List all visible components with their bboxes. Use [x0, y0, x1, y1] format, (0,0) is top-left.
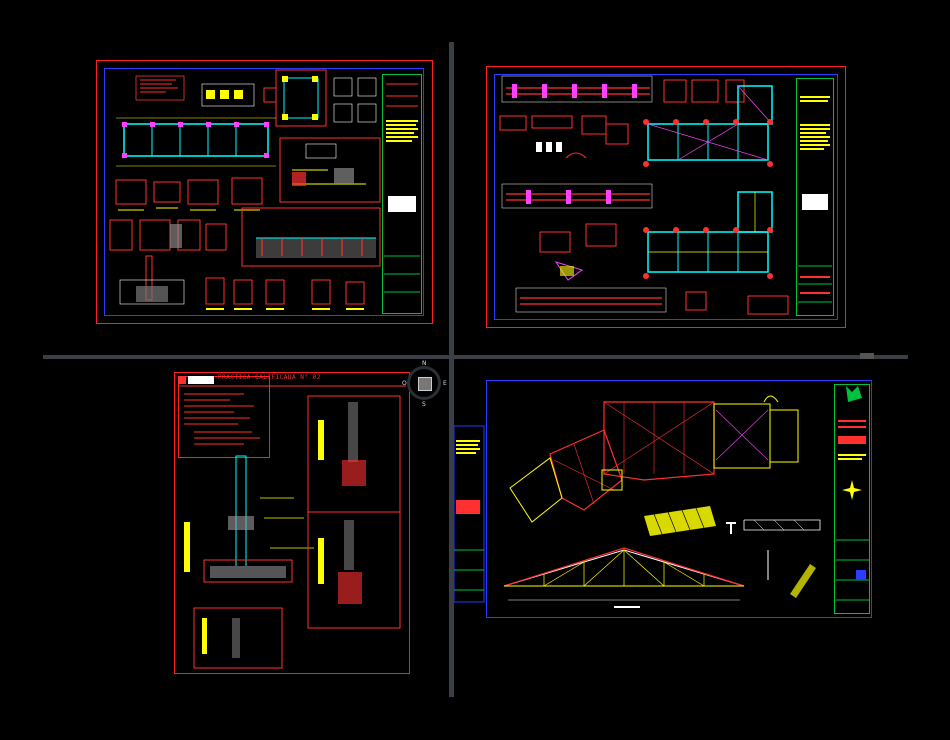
- viewport-bottom-left[interactable]: PRACTICA CALIFICADA N° 02: [174, 372, 410, 674]
- viewport-top-right[interactable]: [486, 66, 846, 328]
- viewport-divider-vertical[interactable]: [449, 42, 454, 697]
- roof-truss-drawing: [454, 386, 870, 608]
- compass-west-label: O: [402, 380, 407, 387]
- title-block: [834, 384, 870, 614]
- title-block: [382, 74, 422, 314]
- compass-north-label: N: [422, 360, 427, 367]
- title-block: [796, 78, 834, 316]
- sheet-border: [494, 74, 838, 320]
- structural-plans-drawing: [499, 75, 832, 315]
- sheet-border: [486, 380, 872, 618]
- compass-south-label: S: [422, 401, 426, 408]
- sheet-border: [104, 68, 424, 316]
- viewport-divider-horizontal[interactable]: [43, 355, 908, 359]
- viewport-top-left[interactable]: [96, 60, 433, 324]
- viewport-bottom-right[interactable]: [454, 380, 874, 620]
- wall-section-drawing: [178, 376, 406, 669]
- header-box: [178, 376, 270, 458]
- viewport-scroll-indicator[interactable]: [860, 353, 874, 359]
- sheet-title: PRACTICA CALIFICADA N° 02: [218, 374, 321, 381]
- sheet-frame: [96, 60, 433, 324]
- sheet-frame: [174, 372, 410, 674]
- sheet-frame: [486, 66, 846, 328]
- compass-icon[interactable]: N E S O: [402, 360, 447, 408]
- view-cube-icon[interactable]: [418, 377, 432, 391]
- compass-east-label: E: [443, 380, 447, 387]
- foundation-details-drawing: [109, 69, 420, 310]
